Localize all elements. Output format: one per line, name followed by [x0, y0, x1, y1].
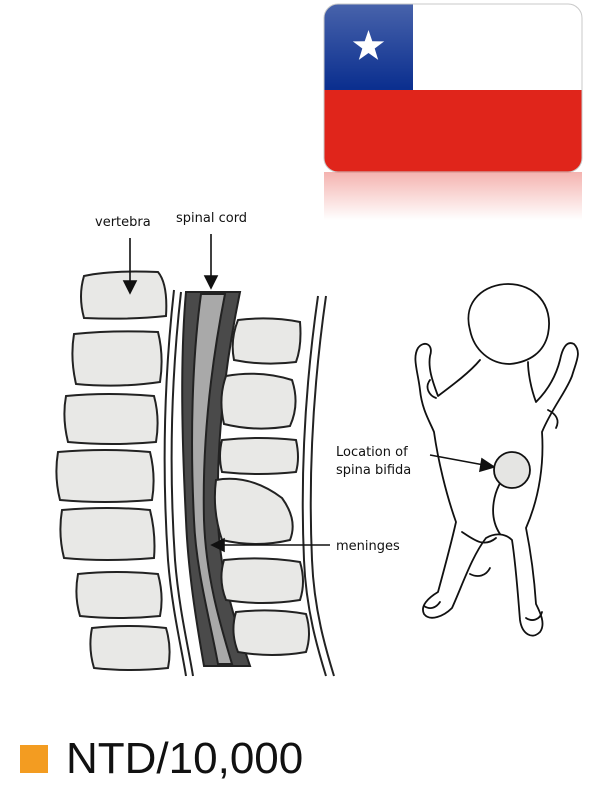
- vertebra-block: [233, 610, 309, 655]
- vertebra-block: [233, 318, 301, 363]
- chile-flag: [324, 4, 582, 220]
- vertebra-block: [221, 374, 295, 429]
- legend-swatch: [20, 745, 48, 773]
- vertebra-block: [220, 438, 298, 474]
- spina-bifida-lesion: [494, 452, 530, 488]
- vertebra-block: [215, 479, 293, 544]
- diagram-arrows: [124, 234, 494, 551]
- vertebra-label: vertebra: [95, 215, 151, 230]
- vertebra-block: [90, 626, 169, 670]
- vertebra-block: [64, 394, 157, 444]
- vertebra-block: [76, 572, 161, 618]
- vertebra-block: [56, 450, 153, 502]
- baby-illustration: [415, 284, 578, 636]
- location-label-line2: spina bifida: [336, 463, 411, 478]
- meninges-label: meninges: [336, 539, 400, 554]
- arrow-down-icon: [205, 276, 217, 288]
- vertebra-block: [60, 508, 154, 560]
- vertebra-block: [221, 558, 303, 603]
- vertebra-block: [81, 272, 166, 319]
- flag-reflection: [324, 172, 582, 220]
- legend: NTD/10,000: [20, 734, 303, 784]
- spine-diagram: [56, 272, 334, 677]
- arrow-right-icon: [480, 459, 494, 471]
- baby-head: [468, 284, 549, 364]
- left-vertebrae: [56, 272, 169, 671]
- legend-label: NTD/10,000: [66, 737, 303, 781]
- location-label-line1: Location of: [336, 445, 408, 460]
- vertebra-block: [72, 331, 161, 385]
- spinal-cord-label: spinal cord: [176, 211, 247, 226]
